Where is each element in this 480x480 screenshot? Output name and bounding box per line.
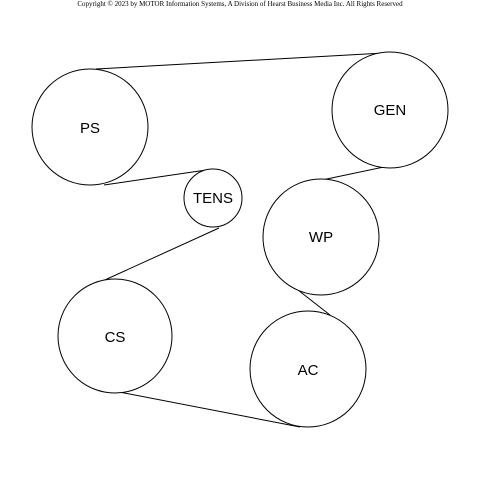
pulley-ac-circle	[249, 310, 367, 428]
belt-segment-ps-gen	[95, 52, 385, 70]
pulley-cs-circle	[57, 278, 173, 394]
copyright-notice: Copyright © 2023 by MOTOR Information Sy…	[77, 0, 403, 8]
pulley-ps-circle	[31, 68, 149, 186]
pulley-wp-label: WP	[309, 229, 333, 246]
pulley-ac-label: AC	[298, 362, 319, 379]
belt-segment-ac-cs	[113, 390, 301, 428]
pulley-gen: GEN	[331, 51, 449, 169]
pulley-wp-circle	[262, 178, 380, 296]
pulley-ps-label: PS	[80, 120, 100, 137]
belt-segment-gen-wp	[321, 166, 385, 181]
pulley-tens-label: TENS	[193, 190, 233, 207]
pulley-wp: WP	[262, 178, 380, 296]
pulley-ps: PS	[31, 68, 149, 186]
pulley-gen-circle	[331, 51, 449, 169]
belt-segment-tens-ps	[103, 168, 214, 186]
pulley-ac: AC	[249, 310, 367, 428]
pulley-gen-label: GEN	[374, 102, 407, 119]
pulley-cs-label: CS	[105, 329, 126, 346]
belt-segment-wp-ac	[297, 289, 331, 316]
pulley-tens: TENS	[183, 168, 243, 228]
pulley-tens-circle	[183, 168, 243, 228]
pulley-cs: CS	[57, 278, 173, 394]
belt-segment-cs-tens	[95, 227, 220, 285]
